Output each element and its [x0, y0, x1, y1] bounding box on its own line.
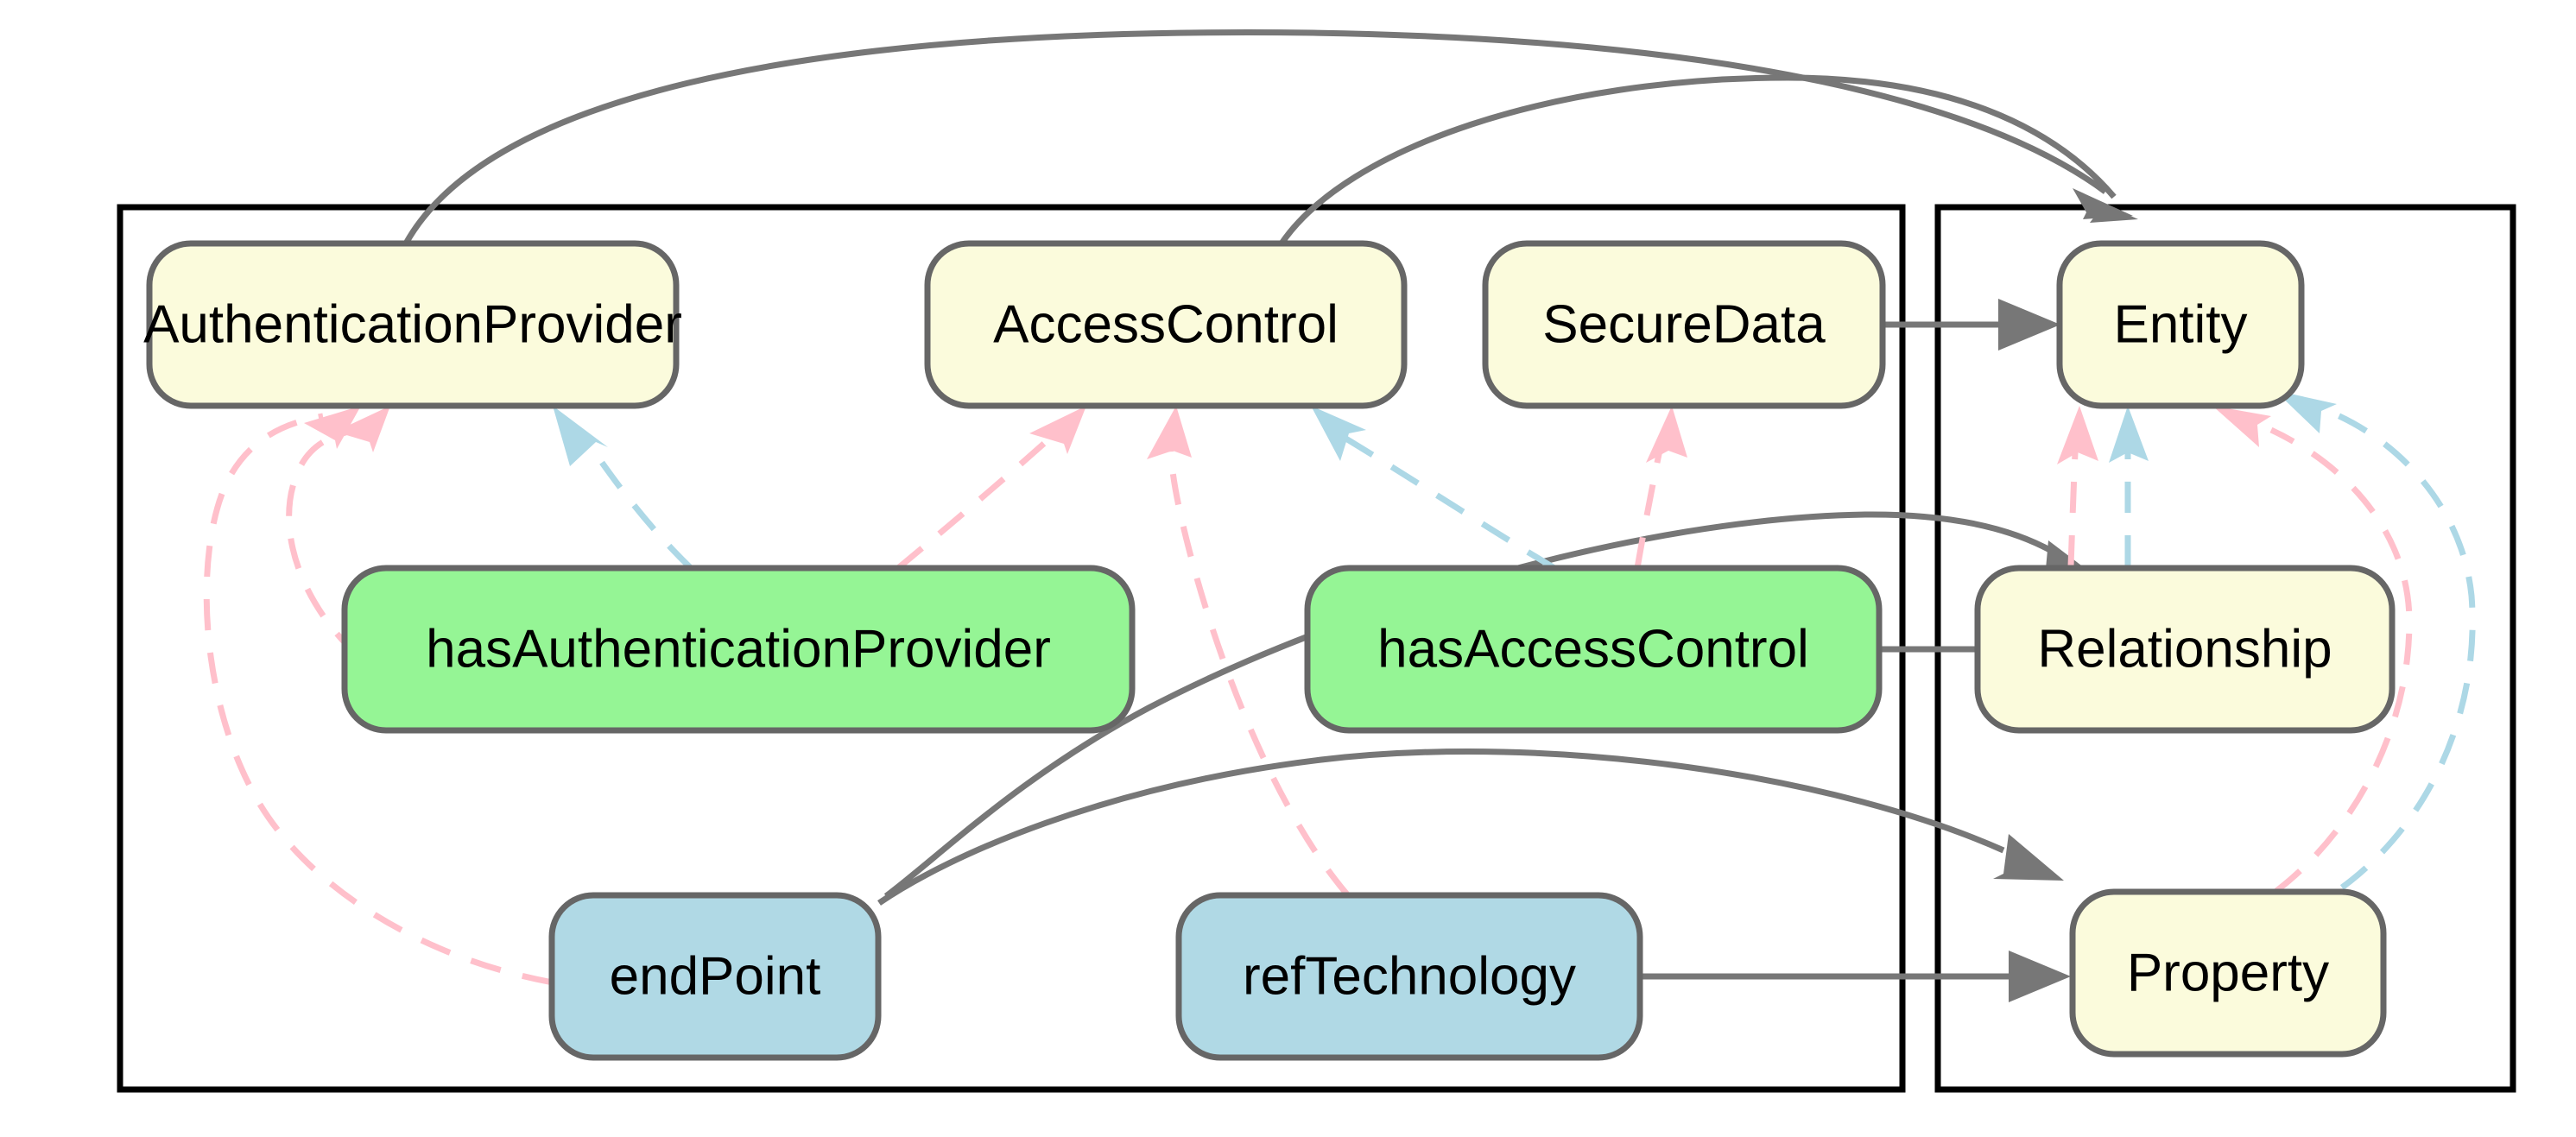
node-relationship[interactable]: Relationship	[1974, 565, 2396, 734]
node-authenticationprovider[interactable]: AuthenticationProvider	[143, 240, 682, 409]
node-label-relationship: Relationship	[2037, 619, 2332, 679]
node-label-hasauthenticationprovider: hasAuthenticationProvider	[426, 619, 1051, 679]
edge-hasauthenticationprovider-authenticationprovider-range	[553, 406, 693, 571]
edge-reftechnology-property	[1641, 951, 2071, 1002]
edge-relationship-entity-domain	[2057, 406, 2098, 567]
node-hasauthenticationprovider[interactable]: hasAuthenticationProvider	[341, 565, 1136, 734]
node-label-entity: Entity	[2113, 294, 2247, 354]
node-endpoint[interactable]: endPoint	[548, 892, 882, 1061]
node-label-property: Property	[2127, 943, 2329, 1002]
node-label-endpoint: endPoint	[610, 946, 821, 1006]
node-entity[interactable]: Entity	[2056, 240, 2305, 409]
edge-property-entity-range	[2275, 390, 2476, 890]
edge-hasauthenticationprovider-accesscontrol	[896, 406, 1086, 571]
edge-hasauthenticationprovider-authenticationprovider-domain	[286, 406, 390, 659]
edge-hasaccesscontrol-securedata	[1634, 406, 1687, 569]
node-hasaccesscontrol[interactable]: hasAccessControl	[1304, 565, 1883, 734]
edge-relationship-entity-range	[2109, 406, 2149, 567]
node-label-securedata: SecureData	[1542, 294, 1826, 354]
edge-property-entity-domain	[2212, 406, 2413, 894]
edge-endpoint-authenticationprovider	[203, 406, 554, 986]
edge-endpoint-property	[877, 748, 2064, 906]
edge-accesscontrol-entity	[1279, 74, 2138, 245]
node-reftechnology[interactable]: refTechnology	[1175, 892, 1643, 1061]
node-label-reftechnology: refTechnology	[1243, 946, 1576, 1006]
node-label-authenticationprovider: AuthenticationProvider	[143, 294, 682, 354]
node-label-accesscontrol: AccessControl	[993, 294, 1339, 354]
node-property[interactable]: Property	[2069, 888, 2387, 1058]
node-label-hasaccesscontrol: hasAccessControl	[1377, 619, 1809, 679]
edge-securedata-entity	[1883, 299, 2060, 351]
edge-hasaccesscontrol-accesscontrol	[1311, 406, 1556, 572]
node-accesscontrol[interactable]: AccessControl	[924, 240, 1408, 409]
edge-reftechnology-accesscontrol	[1147, 406, 1350, 897]
node-securedata[interactable]: SecureData	[1482, 240, 1886, 409]
